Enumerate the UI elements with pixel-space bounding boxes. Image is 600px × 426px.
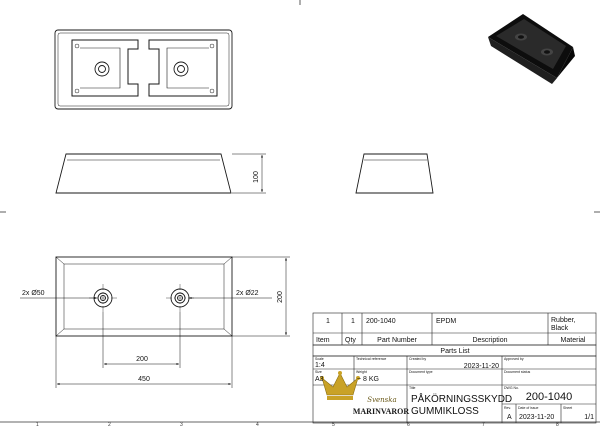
isometric-render: [488, 14, 575, 84]
part-material-text: Rubber,: [551, 317, 576, 324]
header-item: Item: [316, 337, 330, 344]
zone-label: 6: [407, 422, 410, 426]
plan-view: [55, 256, 233, 337]
height-dimension: [232, 153, 266, 194]
doc-type-label: Document type: [409, 370, 433, 374]
size-label: Size: [315, 370, 322, 374]
large-hole-label: 2x Ø50: [22, 290, 45, 297]
weight-label: Weight: [356, 370, 367, 374]
zone-label: 4: [256, 422, 259, 426]
title-block-grid: [312, 312, 597, 424]
company-logo: Svenska MARINVAROR: [320, 371, 409, 416]
zone-label: 1: [36, 422, 39, 426]
rev-label: Rev.: [504, 406, 511, 410]
scale-value: 1:4: [315, 362, 325, 369]
issue-date-value: 2023-11-20: [519, 414, 554, 421]
small-hole-label: 2x Ø22: [236, 290, 259, 297]
zone-label: 5: [332, 422, 335, 426]
zone-label: 8: [556, 422, 559, 426]
zone-labels: 1 2 3 4 5 6 7 8: [36, 422, 559, 426]
part-qty: 1: [351, 318, 355, 325]
bottom-view: [54, 29, 233, 110]
part-material: Rubber, Black: [551, 317, 577, 332]
created-by-label: Created by: [409, 357, 426, 361]
header-qty: Qty: [345, 337, 356, 344]
drawing-title-line2: GUMMIKLOSS: [411, 406, 479, 417]
part-number: 200-1040: [366, 318, 396, 325]
logo-script: Svenska: [367, 396, 396, 404]
zone-label: 2: [108, 422, 111, 426]
plan-dimensions: [20, 256, 290, 388]
zone-label: 3: [180, 422, 183, 426]
sheet-value: 1/1: [584, 414, 594, 421]
weight-value: ~ 8 KG: [357, 376, 379, 383]
width-dimension-label: 200: [277, 291, 284, 303]
created-date: 2023-11-20: [464, 363, 499, 370]
part-material-text-line2: Black: [551, 325, 569, 332]
zone-label: 7: [482, 422, 485, 426]
part-description: EPDM: [436, 318, 456, 325]
title-label: Title: [409, 386, 416, 390]
rev-value: A: [507, 414, 512, 421]
height-dimension-label: 100: [253, 171, 260, 183]
drawing-title-line1: PÅKÖRNINGSSKYDD: [411, 392, 512, 405]
doc-status-label: Document status: [504, 370, 531, 374]
dwg-no-value: 200-1040: [526, 391, 573, 403]
side-view: [355, 153, 434, 194]
tech-ref-label: Technical reference: [356, 357, 386, 361]
dwg-no-label: DWG No.: [504, 386, 519, 390]
header-material: Material: [561, 337, 586, 344]
logo-brand: MARINVAROR: [353, 407, 410, 416]
sheet-label: Sheet: [563, 406, 572, 410]
header-part-number: Part Number: [377, 337, 417, 344]
issue-date-label: Date of issue: [518, 406, 538, 410]
scale-label: Scale: [315, 357, 324, 361]
approved-by-label: Approved by: [504, 357, 524, 361]
parts-list-title: Parts List: [440, 348, 469, 355]
size-value: A3: [315, 376, 324, 383]
part-item: 1: [326, 318, 330, 325]
front-view: [55, 153, 232, 194]
hole-spacing-label: 200: [136, 356, 148, 363]
length-dimension-label: 450: [138, 376, 150, 383]
header-description: Description: [472, 337, 507, 344]
